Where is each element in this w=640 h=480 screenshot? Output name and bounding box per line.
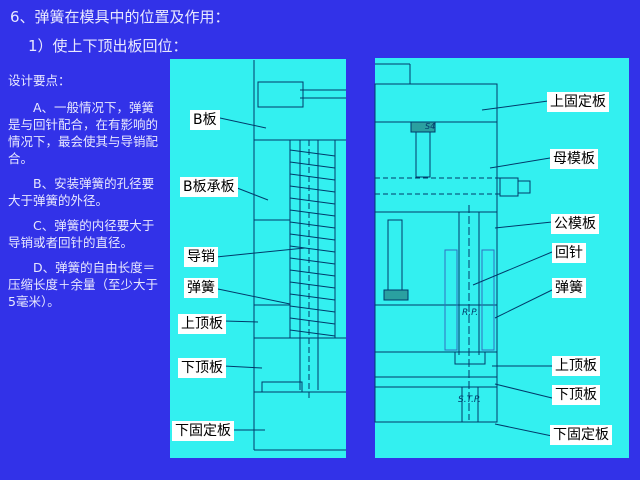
spring-coils-left bbox=[289, 149, 336, 337]
label-return-pin: 回针 bbox=[552, 243, 586, 263]
note-c: C、弹簧的内径要大于导销或者回针的直径。 bbox=[8, 218, 155, 250]
note-a: A、一般情况下，弹簧是与回针配合，在有影响的情况下，最会使其与导销配合。 bbox=[8, 100, 159, 166]
note-d: D、弹簧的自由长度＝压缩长度＋余量（至少大于5毫米）。 bbox=[8, 260, 159, 309]
label-top-clamp: 上固定板 bbox=[547, 92, 609, 112]
label-guide-pin: 导销 bbox=[184, 247, 218, 267]
stp-mark: S.T.P. bbox=[458, 395, 481, 405]
label-cavity-plate: 母模板 bbox=[550, 149, 598, 169]
label-bottom-clamp-left: 下固定板 bbox=[172, 421, 234, 441]
notes-heading: 设计要点： bbox=[8, 73, 71, 88]
label-core-plate: 公模板 bbox=[551, 214, 599, 234]
slide-title: 6、弹簧在模具中的位置及作用： bbox=[10, 8, 230, 26]
rp-mark: R.P. bbox=[462, 308, 479, 318]
design-notes: 设计要点： A、一般情况下，弹簧是与回针配合，在有影响的情况下，最会使其与导销配… bbox=[8, 72, 158, 318]
note-b: B、安装弹簧的孔径要大于弹簧的外径。 bbox=[8, 176, 155, 208]
label-lower-ejector-left: 下顶板 bbox=[178, 358, 226, 378]
label-b-support-plate: B板承板 bbox=[180, 177, 238, 197]
s4-mark: S4 bbox=[425, 122, 436, 131]
label-b-plate: B板 bbox=[190, 110, 220, 130]
slide-subtitle: 1）使上下顶出板回位： bbox=[28, 37, 188, 55]
label-lower-ejector-right: 下顶板 bbox=[552, 385, 600, 405]
label-spring-left: 弹簧 bbox=[184, 278, 218, 298]
label-upper-ejector-right: 上顶板 bbox=[552, 356, 600, 376]
label-upper-ejector-left: 上顶板 bbox=[178, 314, 226, 334]
label-bottom-clamp-right: 下固定板 bbox=[550, 425, 612, 445]
right-mold-section bbox=[374, 63, 553, 437]
left-mold-section bbox=[215, 60, 346, 451]
label-spring-right: 弹簧 bbox=[552, 278, 586, 298]
